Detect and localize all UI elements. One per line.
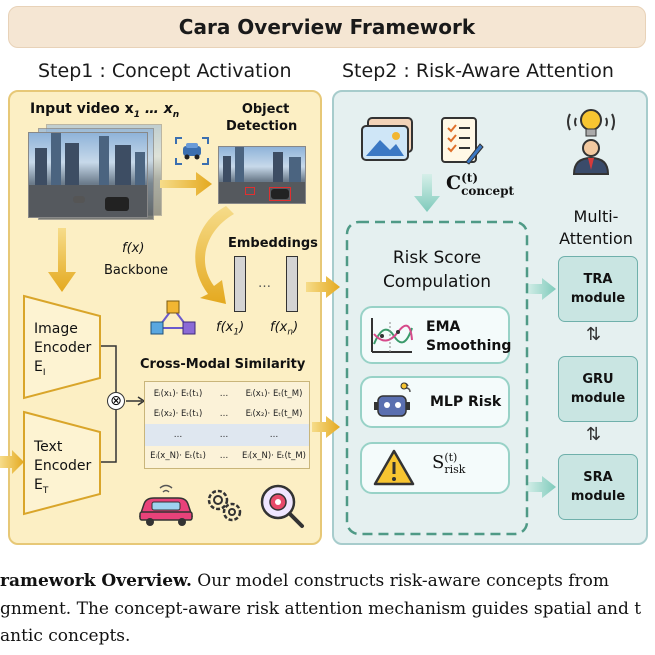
robot-icon	[374, 382, 411, 417]
image-encoder-shape	[23, 294, 101, 400]
caption-line-1: ramework Overview. Our model constructs …	[0, 571, 609, 591]
text-encoder-shape	[23, 410, 101, 516]
gru-sra-arrows: ⇅	[586, 424, 602, 445]
document-checklist-icon	[441, 117, 484, 165]
matrix-cell: …	[219, 389, 229, 399]
idea-person-icon	[567, 109, 615, 175]
gears-icon	[207, 489, 242, 522]
framework-title: Cara Overview Framework	[8, 6, 646, 48]
input-video-label: Input video x1 … xn	[30, 101, 180, 120]
similarity-matrix: Eᵢ(x₁)· Eₜ(t₁) … Eᵢ(x₁)· Eₜ(t_M) Eᵢ(x₂)·…	[144, 381, 310, 469]
car-detection-icon	[175, 137, 209, 165]
input-video-frame	[28, 132, 148, 218]
warning-icon	[373, 449, 415, 486]
cross-modal-label: Cross-Modal Similarity	[140, 357, 306, 372]
image-gallery-icon	[361, 117, 413, 161]
embedding-bar-1	[234, 256, 246, 312]
risk-score-title: Risk Score Compulation	[382, 248, 492, 292]
search-gear-icon	[260, 484, 304, 528]
matrix-cell: Eᵢ(x₂)· Eₜ(t_M)	[245, 409, 303, 419]
smoothing-chart-icon	[371, 318, 413, 353]
concept-vector-label: C(t)concept	[446, 171, 515, 198]
embedding-ellipsis: …	[258, 276, 271, 291]
fxn-label: f(xn)	[270, 320, 299, 338]
tra-gru-arrows: ⇅	[586, 324, 602, 345]
fx1-label: f(x1)	[216, 320, 245, 338]
risk-score-symbol: S(t)risk	[432, 451, 466, 476]
ema-smoothing-block	[360, 306, 510, 364]
matrix-cell: …	[173, 430, 183, 440]
caption-line-3: antic concepts.	[0, 626, 131, 646]
multi-attention-label: Multi- Attention	[559, 207, 633, 248]
matrix-cell: Eᵢ(x₁)· Eₜ(t₁)	[153, 389, 203, 399]
matrix-cell: Eᵢ(x₂)· Eₜ(t₁)	[153, 409, 203, 419]
fx-label: f(x)	[122, 241, 145, 256]
step1-title: Step1 : Concept Activation	[38, 60, 292, 82]
embedding-bar-n	[286, 256, 298, 312]
matrix-cell: Eᵢ(x_N)· Eₜ(t_M)	[242, 451, 306, 461]
matrix-cell: …	[219, 451, 229, 461]
embeddings-label: Embeddings	[228, 236, 318, 251]
ema-label: EMA Smoothing	[426, 319, 512, 354]
matrix-cell: …	[219, 430, 229, 440]
cube-network-icon	[150, 300, 196, 335]
matrix-cell: Eᵢ(x_N)· Eₜ(t₁)	[150, 451, 206, 461]
backbone-label: Backbone	[104, 263, 169, 278]
matrix-cell: …	[269, 430, 279, 440]
caption-line-2: gnment. The concept-aware risk attention…	[0, 599, 642, 619]
object-detection-label: Object Detection	[226, 102, 298, 134]
text-encoder-label: Text Encoder ET	[34, 439, 92, 496]
detection-frame	[218, 146, 306, 204]
mlp-risk-label: MLP Risk	[430, 394, 502, 410]
multiply-operator: ⊗	[107, 392, 125, 410]
matrix-cell: …	[219, 409, 229, 419]
matrix-cell: Eᵢ(x₁)· Eₜ(t_M)	[245, 389, 303, 399]
connected-car-icon	[138, 484, 194, 526]
image-encoder-label: Image Encoder EI	[34, 321, 92, 378]
step2-title: Step2 : Risk-Aware Attention	[342, 60, 614, 82]
